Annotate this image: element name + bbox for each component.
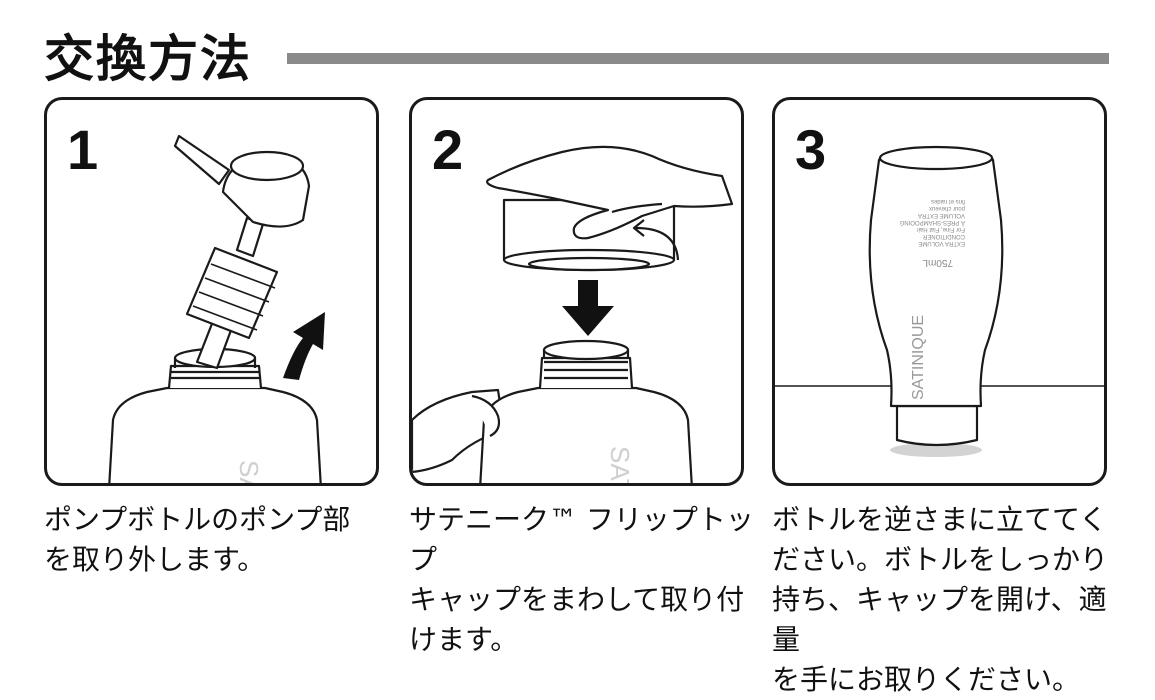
svg-text:CONDITIONER: CONDITIONER [922, 233, 965, 239]
bottle-mouth [542, 339, 630, 361]
down-arrow [562, 280, 614, 336]
flip-top-cap [895, 404, 979, 447]
brand-text: SATINIQUE [910, 315, 927, 400]
bottle-label-text: SAT [234, 460, 264, 486]
step-number: 1 [67, 118, 99, 181]
caption-line: を取り外します。 [44, 543, 266, 576]
caption-line: キャップをまわして取り付 [409, 583, 745, 616]
bottle-body [868, 146, 1004, 408]
bottle-label-text: SAT [605, 446, 635, 486]
step-1-panel: SAT 1 [44, 97, 379, 486]
inverted-bottle-illustration: SATINIQUE 750mL EXTRA VOLUME CONDITIONER… [775, 145, 1104, 457]
svg-text:fins et raides: fins et raides [931, 198, 965, 204]
title-divider [287, 53, 1109, 64]
caption-line: サテニーク™ フリップトップ [409, 503, 754, 576]
caption-line: けます。 [409, 623, 519, 656]
caption-line: ポンプボトルのポンプ部 [44, 503, 351, 536]
upper-hand [486, 145, 734, 240]
lift-arrow [283, 312, 325, 380]
svg-text:For Fine, Flat Hair: For Fine, Flat Hair [917, 226, 965, 232]
svg-text:EXTRA VOLUME: EXTRA VOLUME [918, 240, 965, 246]
step-number: 3 [795, 118, 827, 181]
pump-collar [185, 246, 279, 340]
bottle-body [479, 386, 693, 483]
svg-text:VOLUME EXTRA: VOLUME EXTRA [918, 212, 965, 218]
pump-nozzle [173, 134, 231, 186]
step-3-caption: ボトルを逆さまに立ててく ださい。ボトルをしっかり 持ち、キャップを開け、適量 … [772, 500, 1112, 700]
pump-removal-illustration: SAT [108, 134, 325, 486]
cap-attach-illustration: SAT [412, 145, 734, 486]
bottle-body [108, 386, 322, 483]
rotate-arrow [635, 226, 680, 261]
step-2-caption: サテニーク™ フリップトップ キャップをまわして取り付 けます。 [409, 500, 754, 660]
bottle-label-text: 750mL EXTRA VOLUME CONDITIONER For Fine,… [899, 198, 965, 268]
svg-text:À PRÉS-SHAMPOOING: À PRÉS-SHAMPOOING [899, 219, 965, 226]
step-3-panel: SATINIQUE 750mL EXTRA VOLUME CONDITIONER… [772, 97, 1107, 486]
page-title: 交換方法 [44, 30, 252, 88]
step-1-caption: ポンプボトルのポンプ部 を取り外します。 [44, 500, 389, 580]
bottle-shadow [890, 443, 982, 457]
step-number: 2 [432, 118, 464, 181]
svg-text:750mL: 750mL [922, 257, 953, 268]
caption-line: を手にお取りください。 [772, 663, 1081, 696]
step-2-panel: SAT 2 [409, 97, 744, 486]
caption-line: ボトルを逆さまに立ててく [772, 503, 1108, 536]
svg-text:pour cheveux: pour cheveux [929, 205, 965, 211]
caption-line: ださい。ボトルをしっかり [772, 543, 1109, 576]
caption-line: 持ち、キャップを開け、適量 [772, 583, 1107, 656]
